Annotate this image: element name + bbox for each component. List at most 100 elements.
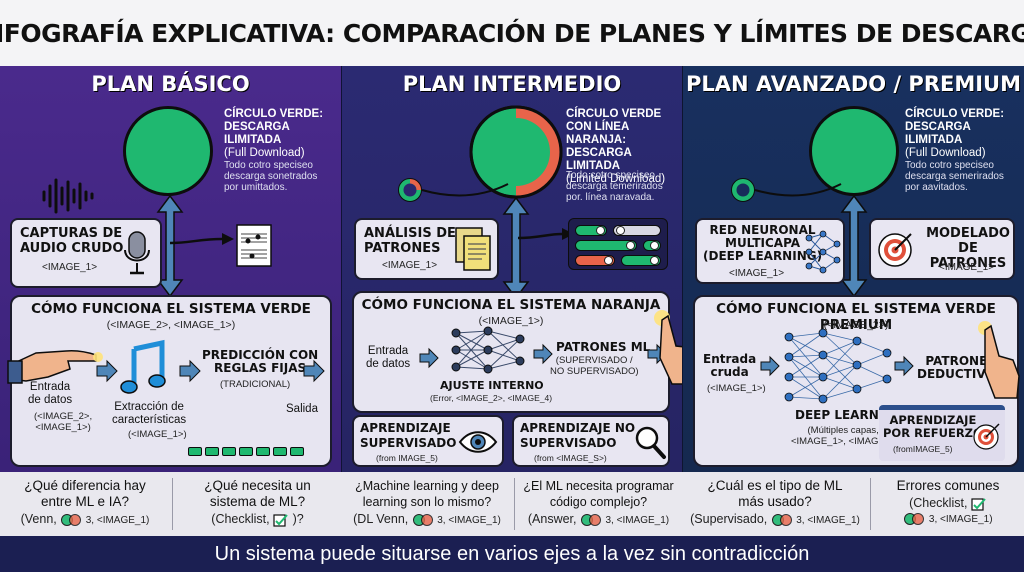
mini-card-supervisado-sub: (from IMAGE_5) (376, 453, 438, 463)
faq-answer-6: (Checklist, 3, <IMAGE_1) (872, 496, 1024, 527)
system-sub-naranja: (<IMAGE_1>) (478, 315, 544, 327)
green-circle-basico (123, 106, 213, 196)
faq-answer-1: (Venn, 3, <IMAGE_1) (20, 512, 150, 526)
input-sub-premium: (<IMAGE_1>) (707, 383, 766, 394)
microphone-icon (124, 231, 150, 275)
extract-sub-verde: (<IMAGE_1>) (128, 429, 187, 440)
input-label-verde: Entrada de datos (28, 381, 73, 406)
input-label-premium: Entrada cruda (703, 352, 757, 379)
patterns-sub-naranja: (SUPERVISADO / NO SUPERVISADO) (550, 355, 639, 377)
target-icon (878, 233, 912, 267)
eye-icon (458, 431, 498, 453)
system-card-naranja: CÓMO FUNCIONA EL SISTEMA NARANJA (<IMAGE… (352, 291, 670, 413)
checkbox-icon (971, 498, 986, 511)
toggle-6 (621, 255, 661, 266)
venn-icon (412, 513, 433, 526)
magnifier-icon (635, 426, 666, 459)
vertical-arrow-intermedio (502, 196, 530, 300)
plan-title-intermedio: PLAN INTERMEDIO (402, 72, 622, 96)
toggle-2 (613, 225, 661, 236)
flow-arrow-2-naranja (533, 343, 553, 365)
checkbox-icon (273, 514, 288, 527)
pointing-hand-icon (7, 350, 103, 384)
neural-network-icon-naranja (451, 326, 525, 374)
circle-note-title-premium: CÍRCULO VERDE: DESCARGA ILIMITADA (Full … (905, 108, 1005, 159)
output-label-verde: Salida (286, 403, 318, 415)
flow-arrow-2-premium (894, 355, 914, 377)
adjust-label-naranja: AJUSTE INTERNO (440, 379, 544, 392)
extract-label-verde: Extracción de características (112, 401, 187, 426)
card-red-neuronal-title: RED NEURONAL MULTICAPA (DEEP LEARNING) (703, 223, 823, 263)
footer-banner: Un sistema puede situarse en varios ejes… (0, 536, 1024, 572)
card-analisis-patrones: ANÁLISIS DE PATRONES <IMAGE_1> (354, 218, 499, 280)
flow-arrow-2-verde (179, 359, 201, 383)
side-arrow-basico (169, 233, 234, 245)
card-analisis-title: ANÁLISIS DE PATRONES (364, 226, 456, 256)
input-label-naranja: Entrada de datos (366, 345, 411, 370)
card-red-neuronal: RED NEURONAL MULTICAPA (DEEP LEARNING) <… (695, 218, 845, 284)
music-note-icon (120, 339, 166, 394)
toggle-3 (575, 240, 637, 251)
ring-connector-premium (754, 183, 842, 197)
faq-question-6: Errores comunes (896, 478, 1000, 493)
input-sub-verde: (<IMAGE_2>, <IMAGE_1>) (34, 411, 93, 433)
deep-label-premium: DEEP LEARNING (795, 408, 904, 422)
adjust-sub-naranja: (Error, <IMAGE_2>, <IMAGE_4) (430, 393, 553, 403)
column-plan-intermedio: PLAN INTERMEDIO CÍRCULO VERDE CON LÍNEA … (341, 66, 705, 472)
venn-icon (581, 513, 601, 526)
small-ring-icon (398, 178, 422, 202)
faq-item-6[interactable]: Errores comunes (Checklist, 3, <IMAGE_1) (872, 472, 1024, 536)
faq-answer-3: (DL Venn, 3, <IMAGE_1) (353, 512, 501, 526)
plan-title-premium: PLAN AVANZADO / PREMIUM (685, 72, 1021, 96)
toggle-5 (575, 255, 615, 266)
card-modelado-title: MODELADO DE PATRONES (926, 226, 1010, 271)
pointing-hand-icon-premium (978, 321, 1020, 399)
progress-blocks-verde (188, 447, 304, 456)
flow-arrow-1-verde (96, 359, 118, 383)
card-audio-title: CAPTURAS DE AUDIO CRUDO (20, 226, 124, 256)
title-bar: INFOGRAFÍA EXPLICATIVA: COMPARACIÓN DE P… (0, 0, 1024, 66)
system-title-verde: CÓMO FUNCIONA EL SISTEMA VERDE (31, 301, 311, 317)
card-audio-crudo: CAPTURAS DE AUDIO CRUDO <IMAGE_1> (10, 218, 162, 288)
mini-card-no-supervisado-sub: (from <IMAGE_S>) (534, 453, 607, 463)
green-circle-premium (809, 106, 899, 196)
mini-card-no-supervisado-title: APRENDIZAJE NO SUPERVISADO (520, 421, 636, 450)
documents-icon (455, 227, 491, 271)
patterns-label-premium: PATRONES DEDUCTIVOS (917, 354, 1005, 381)
audio-wave-icon (42, 178, 94, 214)
ring-connector-intermedio (421, 183, 509, 197)
patterns-label-naranja: PATRONES ML (556, 340, 651, 354)
system-sub-premium: (<IMAGE_2>) (823, 319, 889, 331)
faq-answer-2: (Checklist, )? (211, 512, 304, 527)
column-plan-basico: PLAN BÁSICO CÍRCULO VERDE: DESCARGA ILIM… (0, 66, 341, 472)
reinforce-sub-premium: (fromIMAGE_5) (893, 444, 953, 454)
page-title: INFOGRAFÍA EXPLICATIVA: COMPARACIÓN DE P… (0, 18, 1024, 48)
reinforce-label-premium: APRENDIZAJE POR REFUERZO (883, 413, 983, 440)
faq-answer-5: (Supervisado, 3, <IMAGE_1) (690, 512, 860, 526)
card-red-neuronal-sub: <IMAGE_1> (729, 268, 785, 279)
system-sub-verde: (<IMAGE_2>, <IMAGE_1>) (106, 319, 236, 331)
deep-sub-premium: (Múltiples capas, <IMAGE_1>, <IMAGE_4 (791, 425, 896, 447)
plan-title-basico: PLAN BÁSICO (91, 72, 250, 96)
faq-separator (172, 478, 173, 530)
reinforce-box-premium: APRENDIZAJE POR REFUERZO (fromIMAGE_5) (879, 405, 1005, 461)
small-ring-icon-premium (731, 178, 755, 202)
circle-note-text-premium: Todo cotro speciseo descarga semerirados… (905, 160, 1004, 193)
faq-separator (870, 478, 871, 530)
mini-card-no-supervisado: APRENDIZAJE NO SUPERVISADO (from <IMAGE_… (512, 415, 670, 467)
system-card-premium: CÓMO FUNCIONA EL SISTEMA VERDE PREMIUM (… (693, 295, 1019, 467)
card-modelado-sub: <IMAGE_1> (939, 262, 995, 273)
system-card-verde: CÓMO FUNCIONA EL SISTEMA VERDE (<IMAGE_2… (7, 295, 332, 467)
system-title-naranja: CÓMO FUNCIONA EL SISTEMA NARANJA (361, 297, 661, 313)
